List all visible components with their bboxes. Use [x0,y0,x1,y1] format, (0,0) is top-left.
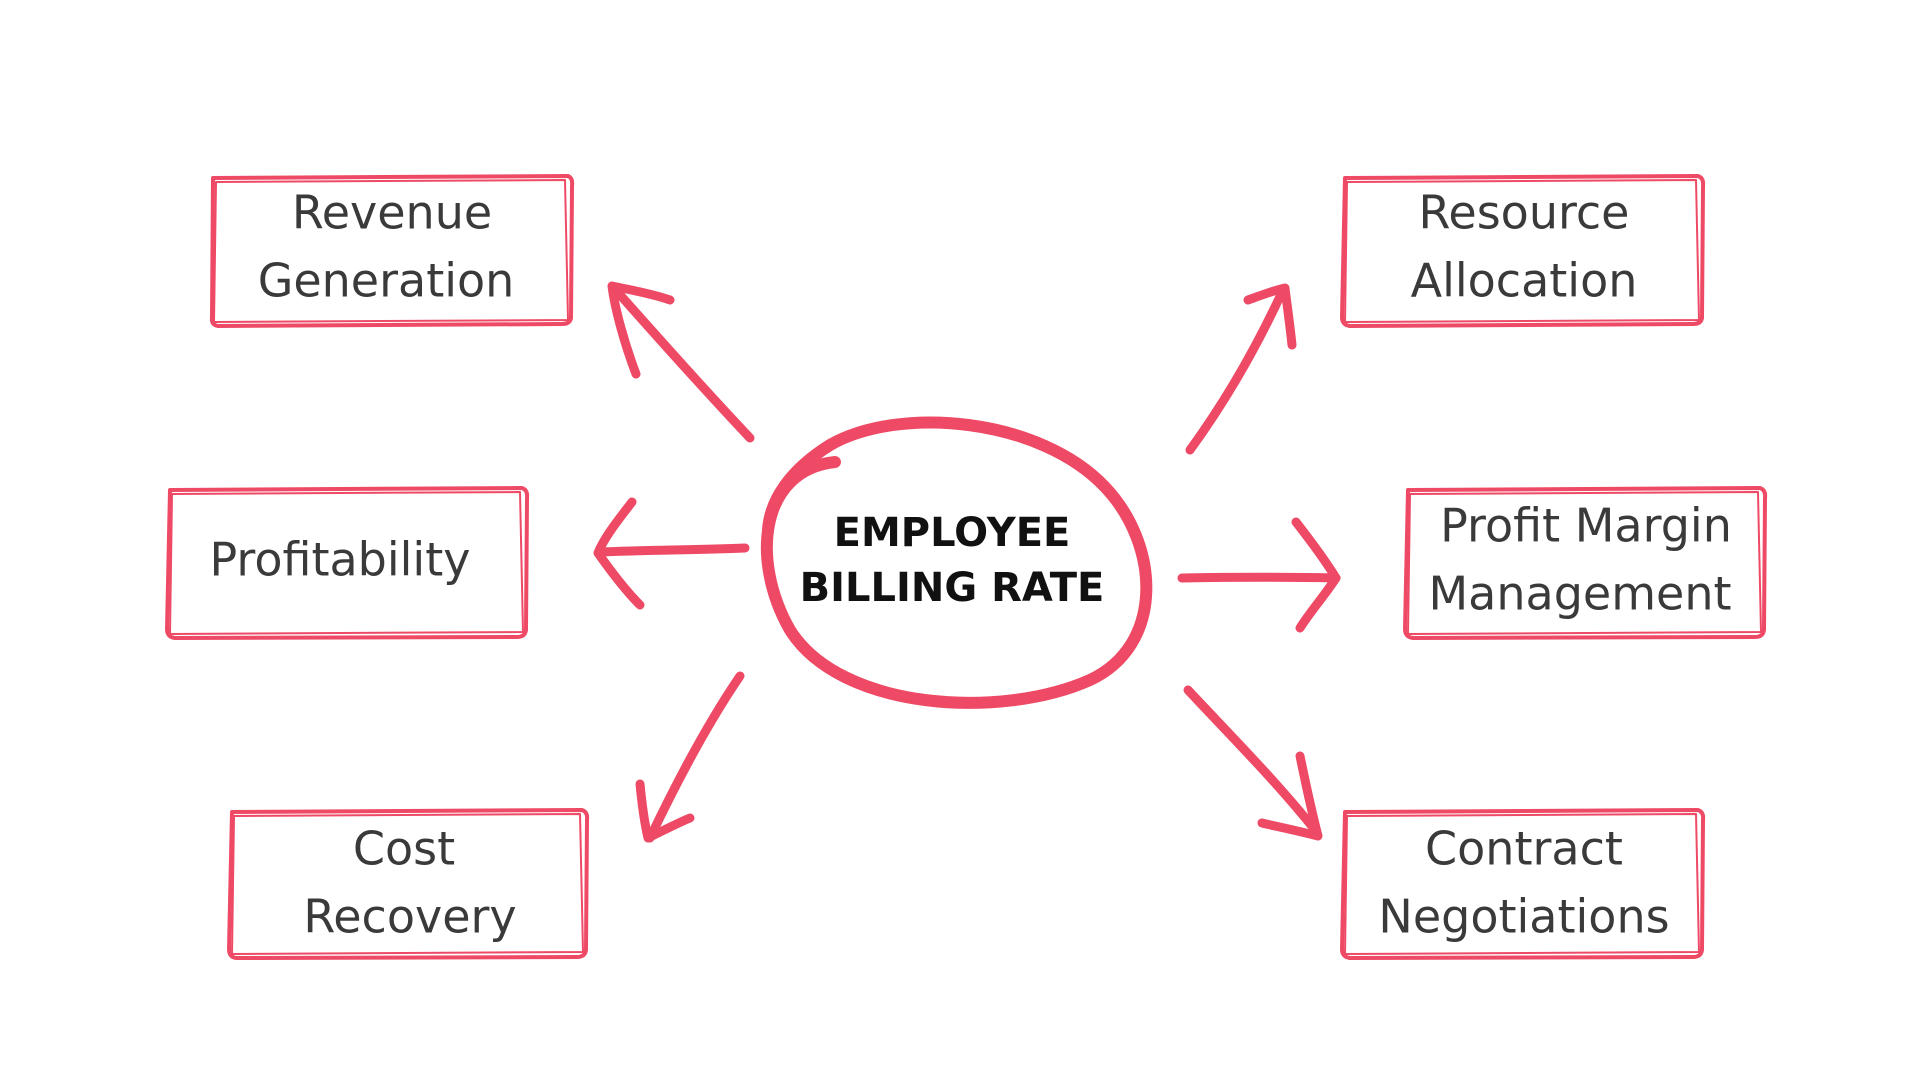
center-circle [760,416,1153,709]
arrow-to-profitability [593,497,750,610]
cost-recovery-box [227,808,590,960]
resource-allocation-label-line2: Allocation [1411,254,1638,308]
arrow-shaft [1183,685,1320,835]
profitability-label: Profitability [210,533,471,587]
arrow-to-cost-recovery [635,671,745,843]
cost-recovery-label-line2: Recovery [303,890,516,944]
center-label-line2: BILLING RATE [800,565,1105,611]
arrow-head [593,497,645,610]
contract-negotiations-label-line2: Negotiations [1378,890,1669,944]
contract-negotiations-box [1340,808,1706,960]
cost-recovery-label-line1: Cost [353,822,455,876]
node-profitability: Profitability [165,486,530,640]
arrow-shaft [595,543,750,557]
node-revenue-generation: Revenue Generation [209,174,575,328]
profit-margin-management-box-sketch [1407,491,1762,635]
arrow-shaft [645,671,745,843]
node-contract-negotiations: Contract Negotiations [1340,808,1706,960]
profitability-box [165,486,530,640]
revenue-generation-box-sketch [213,179,569,323]
revenue-generation-label-line1: Revenue [292,186,492,240]
profitability-box-sketch [169,491,524,635]
node-resource-allocation: Resource Allocation [1340,174,1706,328]
arrow-to-profit-margin-management [1177,517,1341,633]
profit-margin-management-label-line1: Profit Margin [1440,499,1732,553]
revenue-generation-box [209,174,575,328]
profit-margin-management-label-line2: Management [1428,567,1731,621]
arrow-head [1243,283,1297,350]
arrow-shaft [1185,285,1288,455]
center-node: EMPLOYEE BILLING RATE [760,416,1153,709]
arrow-shaft [1177,572,1341,583]
resource-allocation-label-line1: Resource [1419,186,1630,240]
arrow-head [607,281,675,379]
arrow-to-resource-allocation [1185,283,1297,455]
revenue-generation-label-line2: Generation [258,254,515,308]
contract-negotiations-label-line1: Contract [1425,822,1623,876]
resource-allocation-box [1340,174,1706,328]
arrow-to-revenue-generation [607,281,755,443]
profit-margin-management-box [1403,486,1768,640]
contract-negotiations-box-sketch [1344,813,1700,955]
arrow-head [1291,517,1341,633]
arrow-head [635,779,695,843]
node-cost-recovery: Cost Recovery [227,808,590,960]
arrow-shaft [609,283,755,443]
arrow-to-contract-negotiations [1183,685,1323,841]
arrow-head [1257,751,1323,841]
center-label-line1: EMPLOYEE [834,510,1071,556]
node-profit-margin-management: Profit Margin Management [1403,486,1768,640]
resource-allocation-box-sketch [1344,179,1700,323]
cost-recovery-box-sketch [231,813,584,955]
